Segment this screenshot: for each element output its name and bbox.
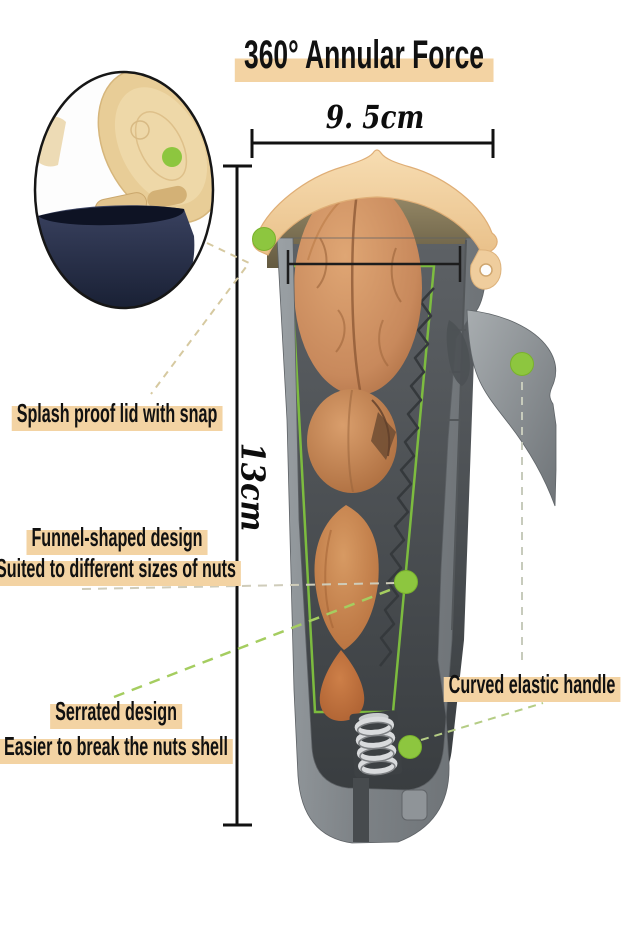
dimension-width-line xyxy=(250,129,495,158)
kernel-teardrop xyxy=(319,650,365,721)
marker-handle xyxy=(510,352,534,376)
page-title-text: 360° Annular Force xyxy=(234,33,494,82)
serrated-edge xyxy=(379,287,435,667)
marker-inset xyxy=(162,147,182,167)
walnut-medium-cracked xyxy=(307,389,397,493)
base-latch-tab xyxy=(401,789,428,821)
lid xyxy=(252,149,502,290)
callout-serrated-line2: Easier to break the nuts shell xyxy=(0,731,305,765)
handle-recess xyxy=(446,320,470,386)
feature-markers xyxy=(252,227,534,759)
connector-serrated-label xyxy=(113,584,401,699)
inset-cup-rim xyxy=(38,205,185,226)
dimension-width-label: 9. 5cm xyxy=(325,98,425,136)
inset-cup xyxy=(38,205,195,308)
spring xyxy=(349,710,403,778)
callout-serrated-line1: Serrated design xyxy=(10,696,223,730)
walnut-large xyxy=(294,181,422,395)
callout-funnel-line2: Suited to different sizes of nuts xyxy=(0,553,318,587)
connector-lid-label xyxy=(150,242,251,395)
marker-spring xyxy=(398,735,422,759)
dimension-height-line xyxy=(223,164,252,827)
callout-handle: Curved elastic handle xyxy=(390,669,621,703)
dimension-height-label: 13cm xyxy=(233,442,273,532)
inset-photo-lid xyxy=(33,70,215,310)
page-title: 360° Annular Force xyxy=(168,33,560,82)
connector-spring-label xyxy=(420,702,544,741)
base-slot xyxy=(353,778,369,842)
marker-lid xyxy=(252,227,276,251)
opening-measure-line xyxy=(286,246,462,284)
connector-funnel-label xyxy=(81,582,399,590)
callout-funnel-line1: Funnel-shaped design xyxy=(0,522,263,556)
callout-splash-lid: Splash proof lid with snap xyxy=(0,398,287,432)
marker-serration xyxy=(394,570,418,594)
lid-tab-hole xyxy=(479,263,493,277)
handle xyxy=(446,309,557,507)
